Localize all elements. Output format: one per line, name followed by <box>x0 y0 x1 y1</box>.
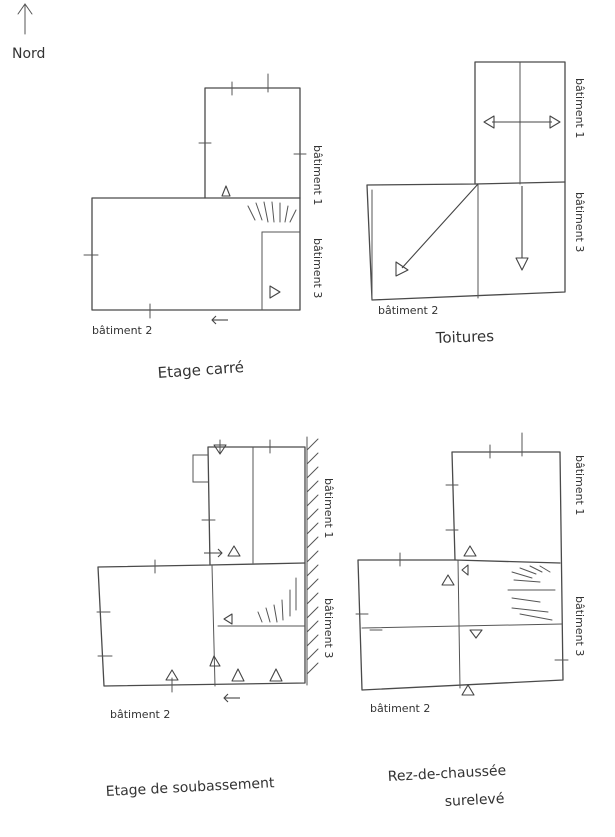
label-batiment-1: bâtiment 1 <box>311 145 324 205</box>
entrance-arrow-icon <box>211 185 281 325</box>
label-batiment-1: bâtiment 1 <box>573 78 586 138</box>
label-batiment-2: bâtiment 2 <box>110 708 170 721</box>
entrance-arrow-icon <box>165 444 283 703</box>
staircase-icon <box>511 565 553 621</box>
plan-etage-carre: bâtiment 1 bâtiment 3 bâtiment 2 Etage c… <box>83 73 324 382</box>
hatched-wall <box>306 436 319 686</box>
plan-outline <box>83 73 307 319</box>
label-batiment-2: bâtiment 2 <box>92 324 152 337</box>
plan-toitures: bâtiment 1 bâtiment 3 bâtiment 2 Toiture… <box>366 61 586 347</box>
plan-outline <box>96 439 306 693</box>
label-batiment-2: bâtiment 2 <box>378 304 438 317</box>
plan-rez-de-chaussee: bâtiment 1 bâtiment 3 bâtiment 2 Rez-de-… <box>355 432 586 810</box>
plan-soubassement: bâtiment 1 bâtiment 3 bâtiment 2 Etage d… <box>96 436 335 800</box>
roof-slope-arrow-icon <box>395 115 561 277</box>
staircase-icon <box>257 577 297 623</box>
label-batiment-2: bâtiment 2 <box>370 702 430 715</box>
north-arrowhead-icon <box>17 3 33 15</box>
label-batiment-3: bâtiment 3 <box>311 238 324 298</box>
plan-outline <box>355 432 569 691</box>
north-compass: Nord <box>12 3 45 62</box>
north-label: Nord <box>12 46 45 62</box>
label-batiment-1: bâtiment 1 <box>573 455 586 515</box>
entrance-arrow-icon <box>441 545 483 696</box>
label-batiment-3: bâtiment 3 <box>322 598 335 658</box>
label-batiment-3: bâtiment 3 <box>573 596 586 656</box>
plan-title: Rez-de-chaussée <box>387 763 506 785</box>
plan-title: Toitures <box>435 327 495 347</box>
staircase-icon <box>247 201 297 223</box>
plan-title-line-2: surelevé <box>444 791 504 810</box>
plan-title: Etage carré <box>157 358 245 382</box>
plan-title: Etage de soubassement <box>105 775 275 800</box>
plan-outline <box>366 61 566 301</box>
label-batiment-3: bâtiment 3 <box>573 192 586 252</box>
label-batiment-1: bâtiment 1 <box>322 478 335 538</box>
